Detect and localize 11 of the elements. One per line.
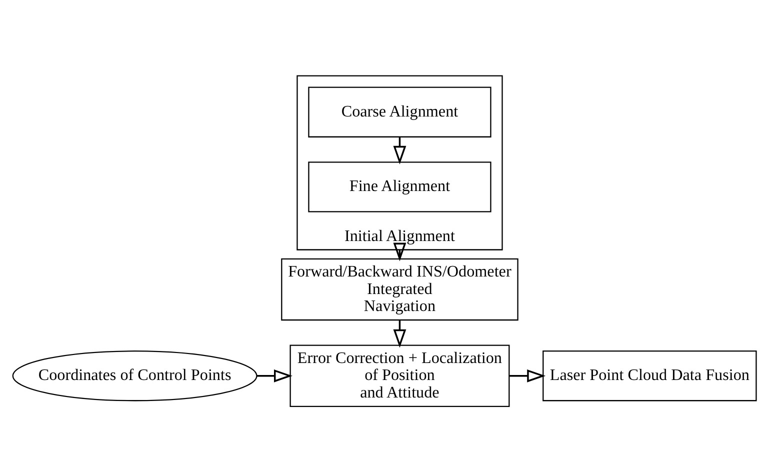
- node-box: Coarse Alignment: [308, 86, 492, 137]
- node-ellipse: Coordinates of Control Points: [12, 350, 258, 401]
- arrow: [393, 242, 406, 261]
- arrow: [393, 136, 406, 164]
- node-box: Error Correction + Localization of Position and Attitude: [290, 344, 510, 406]
- node-box: Forward/Backward INS/Odometer Integrated Navigation: [281, 258, 518, 320]
- arrow: [393, 320, 406, 348]
- node-box: Fine Alignment: [308, 161, 492, 212]
- arrow: [510, 368, 546, 382]
- arrow: [256, 368, 292, 382]
- node-box: Laser Point Cloud Data Fusion: [542, 350, 757, 401]
